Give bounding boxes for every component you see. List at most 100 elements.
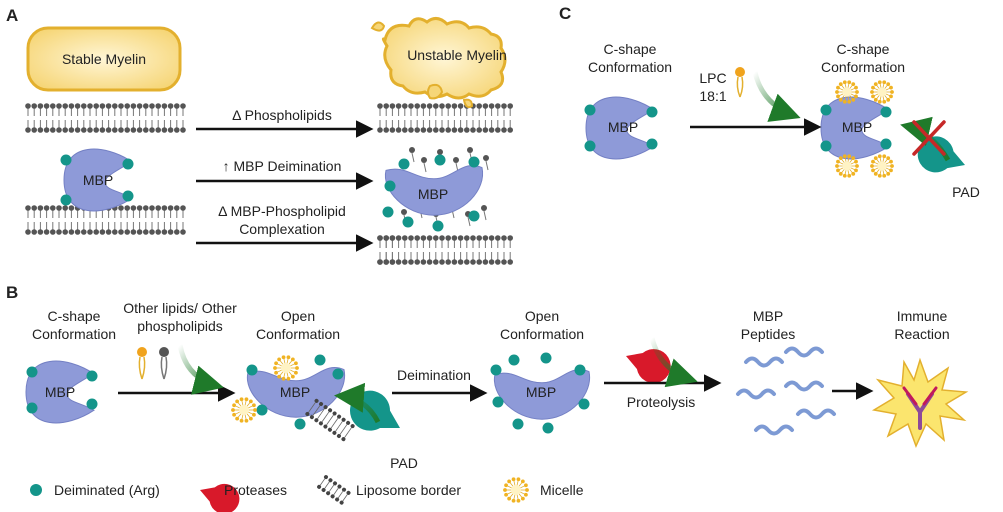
lipid-head [62,127,68,133]
lipid-head [451,235,458,241]
micelle-tail [847,83,850,88]
micelle-tail [849,169,853,173]
lipid-head [31,127,37,133]
lipid-head [464,235,470,241]
micelle-head [511,477,516,482]
lipid-head [495,103,501,109]
lipid-head [43,205,50,211]
micelle-tail [885,87,890,91]
panel-label-b: B [6,283,19,302]
loose-lipid-head [453,157,459,163]
lipid-head [136,205,143,211]
deiminated-dot [122,190,134,202]
lipid-tail [317,413,322,419]
lipid-head [37,127,44,133]
lipid-head [136,127,143,133]
deiminated-dot [26,402,38,414]
micelle-head [873,97,878,102]
lipid-gray-tail [160,356,168,380]
lipid-head [180,127,186,133]
lipid-head [326,491,331,496]
lipid-head [470,259,476,265]
micelle-tail [235,405,240,409]
lipid-tail [321,416,326,422]
lipid-head [149,229,155,235]
micelle-head [847,154,852,159]
lipid-head [317,484,322,489]
micelle-tail [509,482,514,487]
lipid-head [68,205,75,211]
peptide-1 [744,356,784,368]
lpc-label-2: 18:1 [699,88,727,104]
lipid-head [25,205,31,211]
stable-myelin-box [26,26,182,92]
lipid-head [309,415,314,420]
lipid-tail [330,422,335,429]
micelle-tail [839,87,844,91]
micelle-head [277,374,282,379]
micelle-tail [248,405,253,409]
lipid-head [124,127,130,133]
lipid-head [155,205,161,211]
lipid-head [402,103,408,109]
lipid-head [143,205,149,211]
deiminated-dot [540,352,552,364]
lipid-head [433,259,439,265]
lipid-head [112,127,118,133]
lipid-head [507,127,513,133]
lipid-head [420,103,427,109]
lipid-head [332,430,337,435]
micelle-c1 [835,80,859,104]
c-right-label-1: C-shape [836,41,890,57]
lipid-head [99,103,106,109]
lipid-tail [342,494,348,502]
micelle-head [232,412,236,417]
micelle-head [890,164,894,168]
lipid-head [414,259,421,265]
lipid-head [81,103,87,109]
micelle-head [277,357,282,362]
lipid-head [426,103,433,109]
micelle-tail [849,95,853,99]
lipid-head [389,235,396,241]
peptide-3 [736,388,776,400]
lipid-head [501,235,507,241]
deiminated-dot [246,364,258,376]
micelle-tail [244,414,247,420]
peptide-5 [754,424,794,436]
micelle-tail [286,358,289,364]
lipid-head [43,229,50,235]
lipid-head [389,127,396,133]
micelle-head [886,97,891,102]
deiminated-dot [60,154,72,166]
lipid-head [470,235,476,241]
deiminated-dot [432,220,444,232]
micelle-tail [874,93,879,97]
complexation-label-2: Complexation [239,221,325,237]
lipid-head [501,103,507,109]
lipid-head [124,229,130,235]
deiminated-dot [574,364,586,376]
micelle-tail [884,159,888,163]
micelle-head [290,357,295,362]
micelle-head [842,154,847,159]
deiminated-dot [26,366,38,378]
micelle-head [870,90,874,94]
block-x-icon [912,120,946,156]
lipid-head [130,229,137,235]
micelle-tail [513,480,516,486]
lipid-head [161,127,168,133]
micelle-head [851,156,856,161]
micelle-tail [288,360,293,365]
lipid-head [332,481,337,486]
peptide-2 [784,346,824,358]
lipid-head [155,103,161,109]
deiminated-dot [880,106,892,118]
lipid-head [149,127,155,133]
micelle-core [511,485,521,495]
panel-label-a: A [6,6,19,25]
lipid-head [414,127,421,133]
deiminated-dot [508,354,520,366]
loose-lipid-head [421,157,427,163]
